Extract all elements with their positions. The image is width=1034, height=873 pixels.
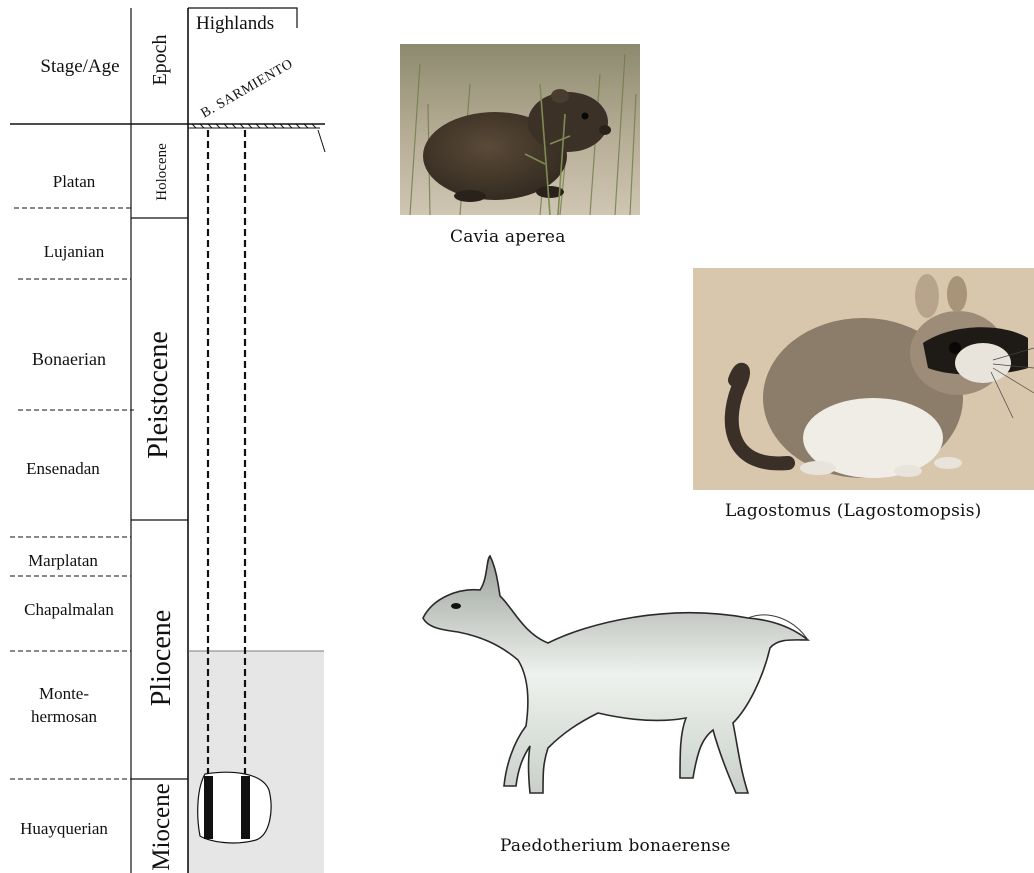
- epoch-miocene: Miocene: [148, 783, 175, 870]
- stage-montehermosan-line2: hermosan: [31, 707, 98, 726]
- stage-platan: Platan: [53, 172, 96, 191]
- stage-lujanian: Lujanian: [44, 242, 105, 261]
- stage-bonaerian: Bonaerian: [32, 349, 106, 369]
- stage-ensenadan: Ensenadan: [26, 459, 100, 478]
- occurrence-bar-right: [241, 776, 250, 839]
- lagostomus-illustration: [693, 268, 1034, 490]
- stage-montehermosan-line1: Monte-: [39, 684, 89, 703]
- header-epoch: Epoch: [149, 34, 171, 85]
- header-highlands: Highlands: [196, 13, 274, 34]
- epoch-pliocene: Pliocene: [146, 610, 177, 706]
- epoch-holocene: Holocene: [154, 143, 170, 201]
- caption-lagostomus: Lagostomus (Lagostomopsis): [725, 501, 981, 521]
- cavia-aperea-photo: [400, 44, 640, 215]
- stage-marplatan: Marplatan: [28, 551, 98, 570]
- stage-huayquerian: Huayquerian: [20, 819, 108, 838]
- occurrence-bar-left: [204, 776, 213, 839]
- section-label: B. SARMIENTO: [199, 57, 296, 122]
- paedotherium-illustration: [418, 548, 810, 808]
- caption-paedotherium: Paedotherium bonaerense: [500, 836, 731, 856]
- epoch-pleistocene: Pleistocene: [143, 331, 174, 459]
- caption-cavia-aperea: Cavia aperea: [450, 227, 566, 247]
- header-stage-age: Stage/Age: [40, 56, 119, 77]
- stage-chapalmalan: Chapalmalan: [24, 600, 114, 619]
